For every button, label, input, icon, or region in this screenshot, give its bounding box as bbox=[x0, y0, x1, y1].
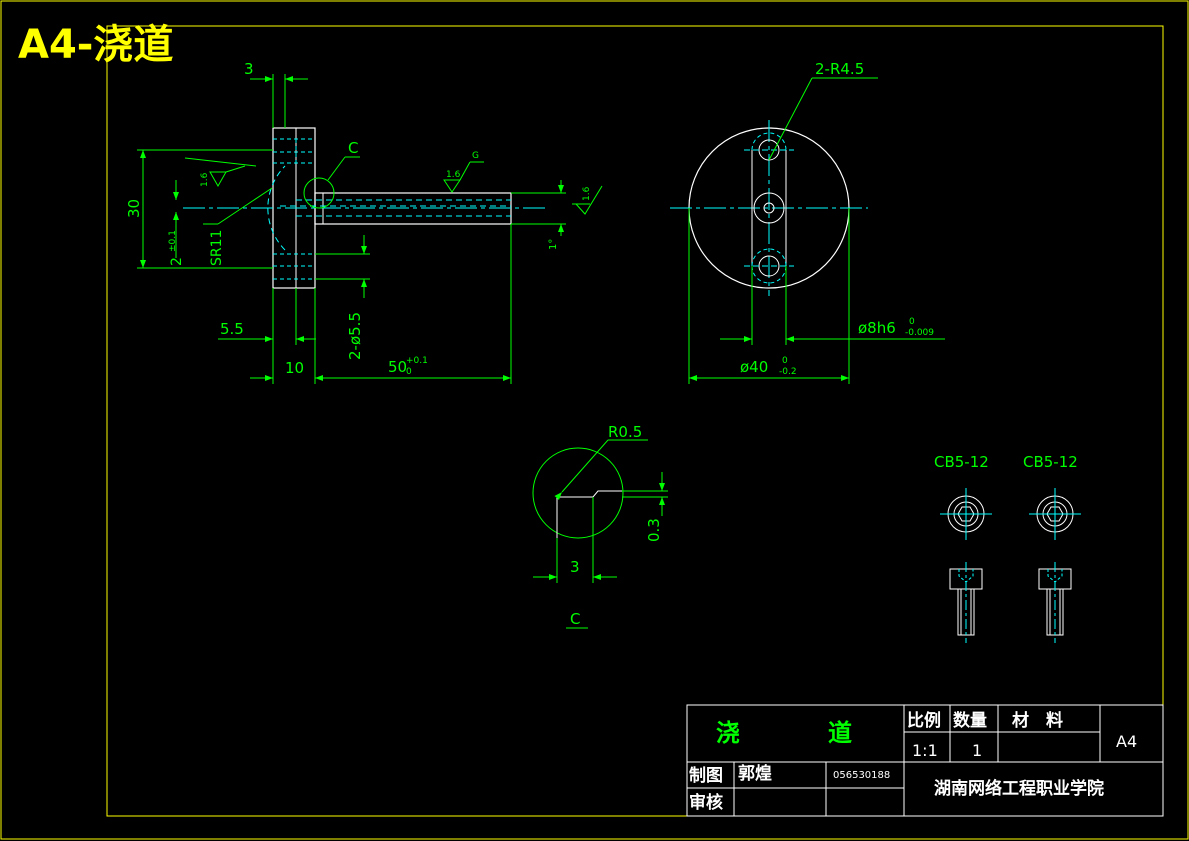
screw-1: CB5-12 bbox=[934, 453, 992, 643]
material-label: 材 料 bbox=[1012, 710, 1063, 731]
screw-label-1: CB5-12 bbox=[934, 453, 989, 471]
dim-hole-radius: 2-R4.5 bbox=[815, 60, 864, 78]
dim-tol-height-sup: ±0.1 bbox=[168, 230, 178, 252]
dim-detail-radius: R0.5 bbox=[608, 423, 642, 441]
roughness-symbol-left: 1.6 bbox=[184, 157, 257, 188]
svg-text:+0.1: +0.1 bbox=[406, 356, 428, 366]
sheet-title: A4-浇道 bbox=[18, 22, 173, 68]
dim-detail-width: 3 bbox=[570, 558, 580, 576]
screw-label-2: CB5-12 bbox=[1023, 453, 1078, 471]
sheet-size: A4 bbox=[1116, 732, 1137, 751]
dim-flange-width: 10 bbox=[285, 359, 304, 377]
sphere-arc bbox=[267, 165, 286, 251]
drawn-label: 制图 bbox=[689, 765, 723, 786]
svg-text:G: G bbox=[472, 151, 479, 161]
dim-bore: ø8h6 bbox=[858, 319, 896, 337]
side-view: 2-R4.5 ø8h6 0 -0.009 ø40 0 -0.2 bbox=[670, 60, 945, 384]
part-name-1: 浇 bbox=[716, 719, 740, 747]
school-name: 湖南网络工程职业学院 bbox=[934, 778, 1104, 799]
dim-angle: 1° bbox=[548, 239, 559, 250]
drawn-by: 郭煌 bbox=[738, 763, 772, 784]
detail-circle bbox=[532, 447, 624, 539]
svg-text:-0.009: -0.009 bbox=[905, 328, 934, 338]
part-name-2: 道 bbox=[828, 719, 852, 747]
svg-text:1.6: 1.6 bbox=[446, 170, 461, 180]
roughness-symbol-right: 1.6 1° bbox=[511, 180, 603, 250]
dim-flange-step: 5.5 bbox=[220, 320, 244, 338]
dim-sphere-radius: SR11 bbox=[209, 230, 225, 266]
detail-profile bbox=[556, 490, 622, 538]
dim-diameter: ø40 bbox=[740, 358, 768, 376]
checked-label: 审核 bbox=[689, 792, 723, 813]
qty-label: 数量 bbox=[953, 710, 987, 731]
qty-value: 1 bbox=[972, 741, 982, 760]
scale-value: 1:1 bbox=[912, 741, 938, 760]
detail-c-label: C bbox=[348, 139, 358, 157]
front-view: C 3 30 2 ±0.1 SR11 1.6 bbox=[125, 60, 603, 384]
detail-c-leader bbox=[327, 156, 346, 181]
svg-text:1.6: 1.6 bbox=[582, 186, 592, 201]
inner-frame bbox=[106, 25, 1164, 817]
dim-top-width: 3 bbox=[244, 60, 254, 78]
svg-text:0: 0 bbox=[782, 356, 788, 366]
detail-c-circle bbox=[303, 177, 335, 209]
dim-height: 30 bbox=[125, 199, 143, 218]
scale-label: 比例 bbox=[907, 710, 941, 731]
svg-text:0: 0 bbox=[909, 317, 915, 327]
detail-view-label: C bbox=[570, 610, 580, 628]
dim-holes: 2-ø5.5 bbox=[346, 312, 364, 360]
dim-tol-height: 2 bbox=[169, 257, 185, 266]
dim-detail-depth: 0.3 bbox=[645, 518, 663, 542]
detail-view-c: R0.5 0.3 3 C bbox=[532, 423, 668, 629]
hidden-holes bbox=[273, 138, 315, 280]
dim-shaft-length: 50 bbox=[388, 358, 407, 376]
svg-text:0: 0 bbox=[406, 367, 412, 377]
roughness-symbol-shaft: 1.6 G bbox=[443, 151, 484, 193]
student-id: 056530188 bbox=[833, 770, 890, 781]
screw-2: CB5-12 bbox=[1023, 453, 1081, 643]
svg-text:1.6: 1.6 bbox=[200, 172, 210, 187]
title-block bbox=[686, 704, 1164, 817]
svg-text:-0.2: -0.2 bbox=[779, 367, 797, 377]
